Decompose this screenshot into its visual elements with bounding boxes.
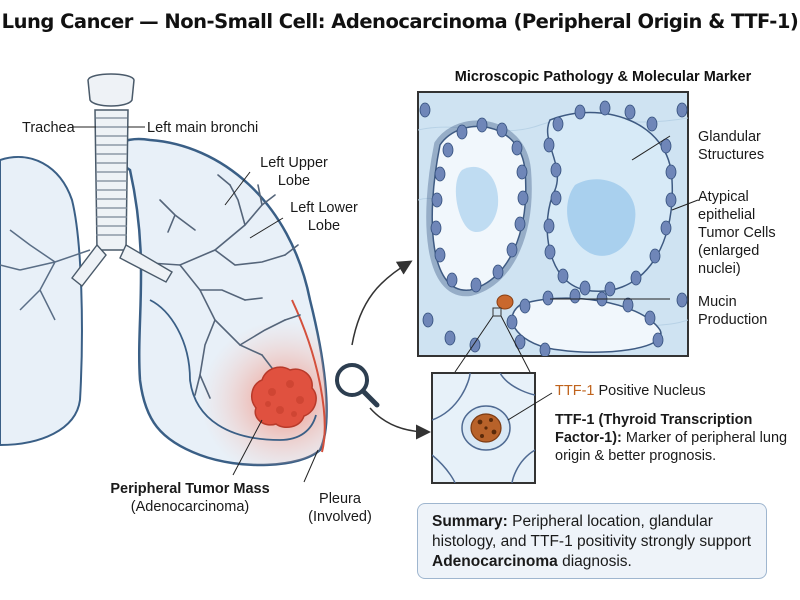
label-mucin-line2: Production — [698, 312, 768, 328]
label-left-upper-lobe: Left Upper Lobe — [246, 154, 342, 190]
micro-panel — [417, 91, 689, 357]
right-lung — [0, 155, 83, 447]
label-glandular-line2: Structures — [698, 147, 765, 163]
page-title: Lung Cancer — Non-Small Cell: Adenocarci… — [1, 10, 799, 33]
lower-lobe-outline — [149, 299, 317, 441]
label-tumor-mass-name: Peripheral Tumor Mass — [110, 481, 270, 497]
label-left-lower-lobe: Left Lower Lobe — [276, 199, 372, 235]
ttf1-desc-bold: TTF-1 (Thyroid Transcription Factor-1): — [555, 412, 753, 446]
label-glandular-structures: Glandular Structures — [698, 128, 764, 164]
summary-text2: diagnosis. — [557, 553, 632, 570]
label-atypical-cells: Atypical epithelial Tumor Cells (enlarge… — [698, 188, 776, 278]
label-mucin-production: Mucin Production — [698, 293, 767, 329]
ttf1-desc-text: Marker of peripheral lung origin & bette… — [555, 430, 788, 464]
label-trachea: Trachea — [22, 120, 75, 136]
label-mucin-line1: Mucin — [698, 294, 737, 310]
label-atypical-line1: Atypical — [698, 189, 749, 205]
right-lung-bronchial-tree — [0, 229, 91, 321]
label-atypical-line5: nuclei) — [698, 261, 741, 277]
arrow-to-micro — [351, 260, 413, 346]
ttf1-name: TTF-1 — [555, 383, 595, 399]
ttf1-description: TTF-1 (Thyroid Transcription Factor-1): … — [555, 411, 795, 465]
summary-emph: Adenocarcinoma — [432, 553, 558, 570]
label-left-main-bronchi: Left main bronchi — [147, 120, 259, 136]
tumor-texture — [265, 380, 304, 417]
label-left-lower-lobe-line2: Lobe — [307, 218, 341, 234]
zoom-panel — [431, 372, 553, 484]
pleura-edge — [291, 299, 326, 453]
ttf1-positive-suffix: Positive Nucleus — [594, 383, 706, 399]
left-lung-bronchial-tree — [134, 174, 301, 399]
magnifier-icon — [335, 363, 380, 408]
label-left-lower-lobe-line1: Left Lower — [290, 200, 358, 216]
label-pleura-line2: (Involved) — [308, 509, 372, 525]
summary-text1: Peripheral location, glandular histology… — [432, 513, 752, 550]
label-atypical-line3: Tumor Cells — [698, 225, 776, 241]
label-tumor-type: (Adenocarcinoma) — [130, 499, 250, 515]
label-pleura: Pleura (Involved) — [300, 490, 380, 526]
label-glandular-line1: Glandular — [698, 129, 761, 145]
label-left-upper-lobe-line2: Lobe — [277, 173, 311, 189]
arrow-to-zoom — [369, 407, 431, 440]
trachea — [71, 73, 173, 287]
summary-box: Summary: Peripheral location, glandular … — [417, 503, 767, 579]
micro-panel-title: Microscopic Pathology & Molecular Marker — [454, 69, 752, 85]
leader-lines — [72, 126, 319, 483]
micro-leader-lines — [454, 135, 699, 373]
label-atypical-line2: epithelial — [698, 207, 756, 223]
label-left-upper-lobe-line1: Left Upper — [260, 155, 328, 171]
label-atypical-line4: (enlarged — [698, 243, 760, 259]
tumor-mass — [250, 366, 317, 429]
summary-lead: Summary: — [432, 513, 508, 530]
ttf1-positive-label: TTF-1 Positive Nucleus — [555, 383, 706, 399]
label-pleura-line1: Pleura — [319, 491, 361, 507]
label-tumor-mass: Peripheral Tumor Mass (Adenocarcinoma) — [90, 480, 290, 516]
